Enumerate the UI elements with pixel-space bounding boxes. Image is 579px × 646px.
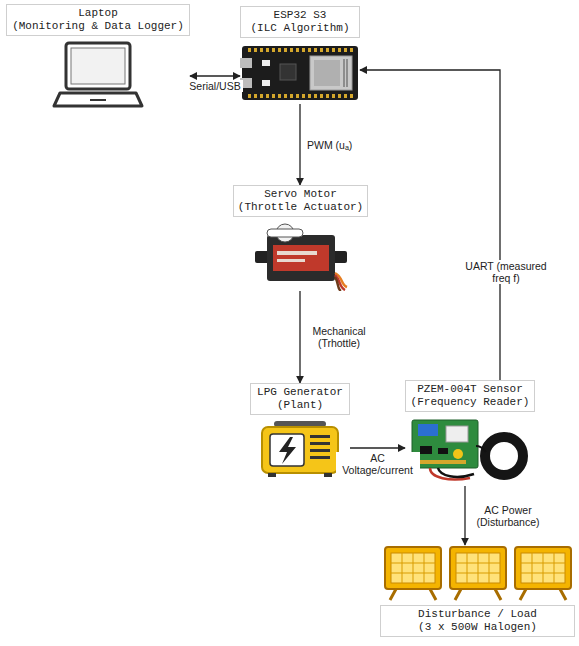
edge-label: UART (measured freq f) <box>457 260 556 284</box>
component-name: PZEM-004T Sensor <box>409 383 531 396</box>
component-role: (Plant) <box>254 399 346 412</box>
pzem-sensor-icon <box>410 416 530 486</box>
component-label: LPG Generator(Plant) <box>250 383 350 415</box>
signal-arrow <box>299 291 300 383</box>
component-name: Servo Motor <box>237 188 364 201</box>
signal-arrow <box>190 75 240 76</box>
component-block: Disturbance / Load(3 x 500W Halogen) <box>380 545 575 637</box>
component-role: (ILC Algorithm) <box>244 22 356 35</box>
laptop-icon <box>52 40 144 112</box>
generator-icon <box>260 419 340 477</box>
signal-arrow <box>299 104 300 185</box>
halogen-lamps-icon <box>382 545 574 601</box>
component-role: (Monitoring & Data Logger) <box>10 20 186 33</box>
edge-label: Serial/USB <box>187 80 242 92</box>
component-name: Laptop <box>10 7 186 20</box>
servo-motor-icon <box>253 221 349 291</box>
component-role: (Frequency Reader) <box>409 396 531 409</box>
esp32-board <box>240 42 360 104</box>
component-block: ESP32 S3(ILC Algorithm) <box>240 6 360 104</box>
edge-label: AC Power (Disturbance) <box>470 504 546 528</box>
component-name: LPG Generator <box>254 386 346 399</box>
component-label: PZEM-004T Sensor(Frequency Reader) <box>405 380 535 412</box>
signal-arrow <box>464 486 465 545</box>
signal-arrow <box>350 447 405 448</box>
component-name: Disturbance / Load <box>384 608 571 621</box>
signal-arrow <box>360 70 500 380</box>
component-role: (Throttle Actuator) <box>237 201 364 214</box>
edge-label: PWM (uₐ) <box>305 139 354 151</box>
component-block: Laptop(Monitoring & Data Logger) <box>6 4 190 112</box>
component-role: (3 x 500W Halogen) <box>384 621 571 634</box>
component-block: Servo Motor(Throttle Actuator) <box>233 185 368 291</box>
component-label: Servo Motor(Throttle Actuator) <box>233 185 368 217</box>
component-block: PZEM-004T Sensor(Frequency Reader) <box>405 380 535 486</box>
component-name: ESP32 S3 <box>244 9 356 22</box>
edge-label: AC Voltage/current <box>336 452 420 476</box>
component-label: Laptop(Monitoring & Data Logger) <box>6 4 190 36</box>
edge-label: Mechanical (Trhottle) <box>305 325 373 349</box>
component-label: ESP32 S3(ILC Algorithm) <box>240 6 360 38</box>
component-label: Disturbance / Load(3 x 500W Halogen) <box>380 605 575 637</box>
